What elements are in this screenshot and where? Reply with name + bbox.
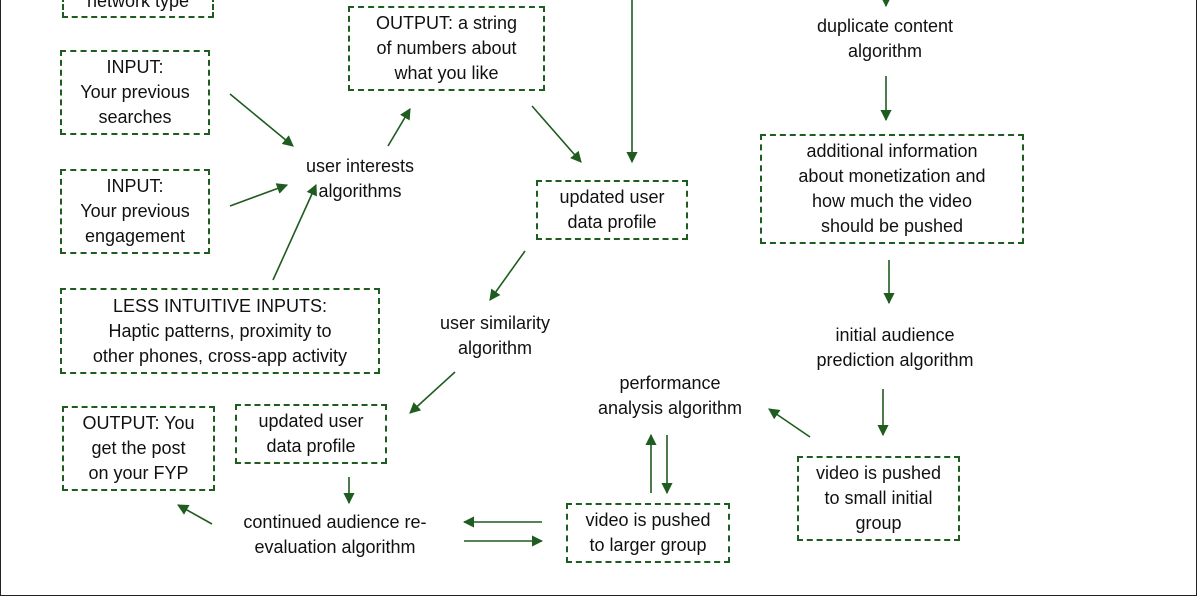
node-line: algorithm [847, 41, 923, 61]
node-line: algorithms [318, 181, 402, 201]
node-line: algorithm [457, 338, 533, 358]
node-input-engagement: INPUT: Your previous engagement [60, 169, 210, 254]
node-line: continued audience re- [243, 512, 427, 532]
node-line: on your FYP [88, 463, 189, 483]
arrow-output-to-profile1 [531, 105, 582, 163]
node-line: video is pushed [815, 463, 942, 483]
node-line: user similarity [439, 313, 550, 333]
node-line: updated user [258, 411, 364, 431]
node-line: engagement [84, 226, 186, 246]
node-line: about monetization and [798, 166, 986, 186]
arrow-less-intuitive-to-interests [272, 183, 317, 281]
node-line: Haptic patterns, proximity to [108, 320, 332, 341]
node-additional-information: additional information about monetizatio… [760, 134, 1024, 244]
node-updated-user-data-profile-1: updated user data profile [536, 180, 688, 240]
node-line: duplicate content [816, 16, 954, 36]
node-output-fyp: OUTPUT: You get the post on your FYP [62, 406, 215, 491]
node-line: INPUT: [106, 176, 164, 196]
node-continued-audience-reevaluation: continued audience re- evaluation algori… [215, 508, 455, 562]
node-line: evaluation algorithm [254, 537, 416, 557]
node-line: should be pushed [820, 216, 964, 236]
arrow-profile1-to-similarity [489, 250, 526, 301]
node-duplicate-content-algorithm: duplicate content algorithm [790, 12, 980, 66]
node-line: other phones, cross-app activity [92, 345, 348, 366]
node-video-pushed-larger-group: video is pushed to larger group [566, 503, 730, 563]
node-line: network type [86, 0, 190, 11]
node-less-intuitive-inputs: LESS INTUITIVE INPUTS: Haptic patterns, … [60, 288, 380, 374]
arrow-engagement-to-interests [229, 183, 289, 207]
node-line: of numbers about [376, 38, 517, 58]
node-line: additional information [806, 141, 978, 161]
arrow-small-to-performance [768, 408, 811, 438]
arrow-reevaluation-to-fyp [177, 504, 213, 525]
node-line: to small initial [824, 488, 933, 508]
node-line: data profile [266, 436, 356, 456]
node-line: performance [619, 373, 721, 393]
node-line: data profile [567, 212, 657, 232]
node-user-interests-algorithms: user interests algorithms [285, 152, 435, 206]
node-video-pushed-small-group: video is pushed to small initial group [797, 456, 960, 541]
arrow-similarity-to-profile2 [409, 371, 456, 414]
node-line: LESS INTUITIVE INPUTS: [112, 295, 328, 316]
node-line: Your previous [80, 82, 190, 102]
node-updated-user-data-profile-2: updated user data profile [235, 404, 387, 464]
node-line: prediction algorithm [816, 350, 974, 370]
node-line: to larger group [589, 535, 707, 555]
node-line: Your previous [80, 201, 190, 221]
node-line: what you like [394, 63, 499, 83]
node-line: INPUT: [106, 57, 164, 77]
node-line: group [855, 513, 902, 533]
node-line: OUTPUT: You [82, 413, 195, 433]
node-input-searches: INPUT: Your previous searches [60, 50, 210, 135]
node-initial-audience-prediction: initial audience prediction algorithm [790, 321, 1000, 375]
node-line: searches [98, 107, 172, 127]
node-user-similarity-algorithm: user similarity algorithm [420, 309, 570, 363]
node-line: video is pushed [585, 510, 711, 530]
node-output-string-of-numbers: OUTPUT: a string of numbers about what y… [348, 6, 545, 91]
arrow-searches-to-interests [229, 93, 294, 147]
node-line: how much the video [811, 191, 973, 211]
arrow-interests-to-output [387, 108, 411, 147]
node-line: analysis algorithm [597, 398, 743, 418]
node-line: updated user [559, 187, 665, 207]
node-performance-analysis-algorithm: performance analysis algorithm [580, 369, 760, 423]
node-line: OUTPUT: a string [375, 13, 518, 33]
node-line: initial audience [835, 325, 955, 345]
node-line: get the post [91, 438, 186, 458]
node-line: user interests [305, 156, 415, 176]
node-network-type: network type [62, 0, 214, 18]
